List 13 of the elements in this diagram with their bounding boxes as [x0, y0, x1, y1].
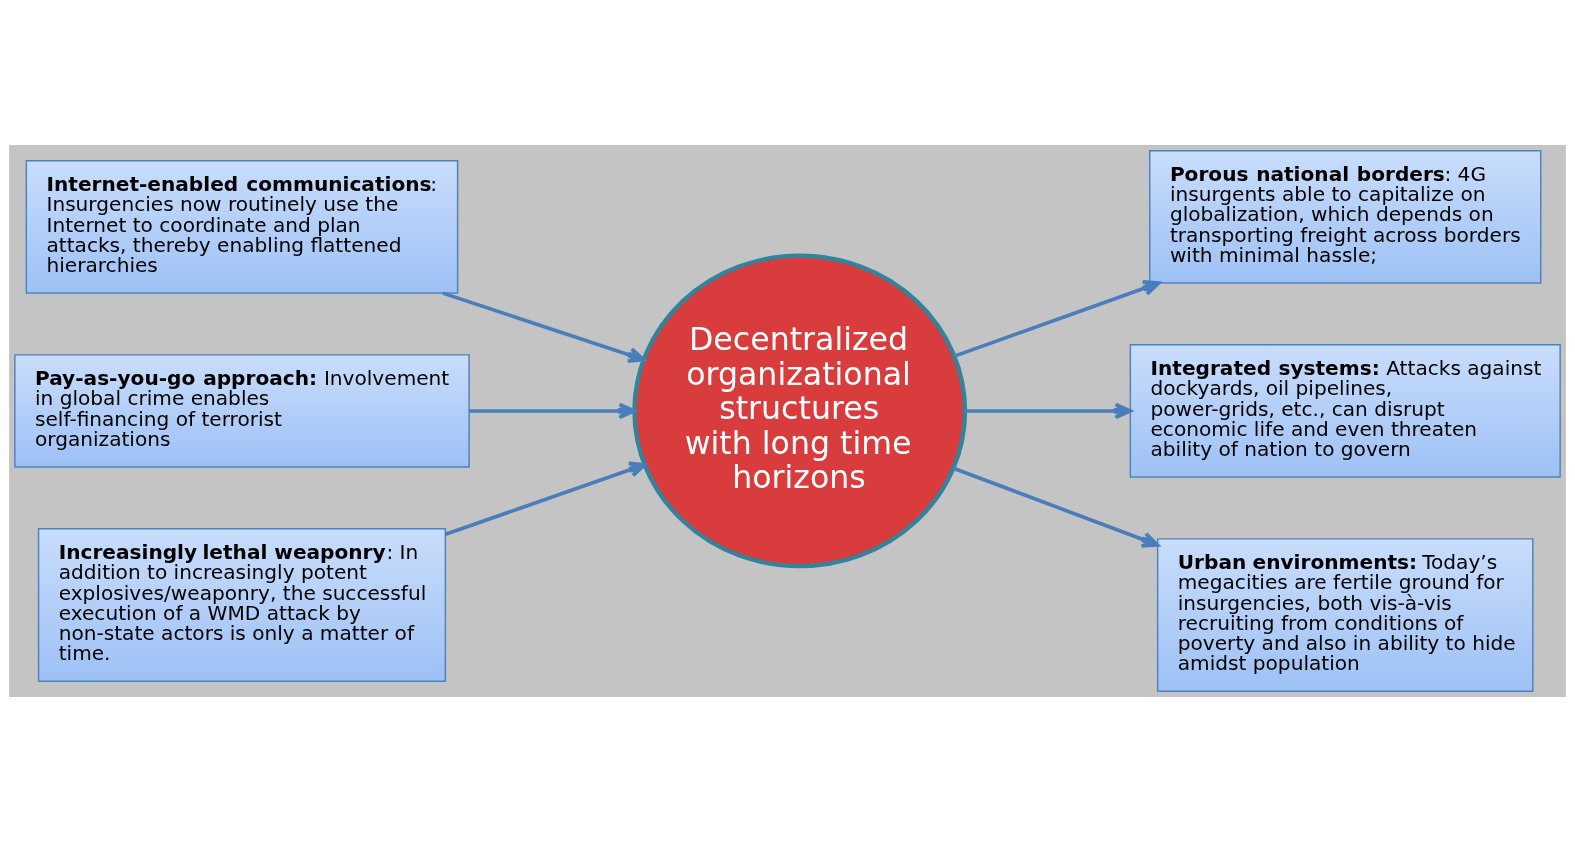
arrow	[469, 402, 636, 419]
arrow	[442, 290, 646, 363]
arrow	[952, 466, 1160, 548]
arrow	[965, 402, 1132, 419]
node-box: Pay-as-you-go approach: Involvement in global crime enables self-financing of terrorist organizations	[14, 353, 470, 468]
node-box: Internet-enabled communications: Insurgencies now routinely use the Internet to coordinate and plan attacks, thereby enabling flattened hierarchies	[25, 159, 459, 294]
node-box: Increasingly lethal weaponry: In addition to increasingly potent explosives/weaponry, the successful execution of a WMD attack by non-state actors is only a matter of time.	[37, 527, 447, 682]
arrow	[953, 279, 1161, 358]
node-circle: Decentralized organizational structures with long time horizons	[632, 253, 968, 568]
arrow	[445, 461, 647, 536]
node-box: Porous national borders: 4G insurgents able to capitalize on globalization, which depends on transporting freight across borders with minimal hassle;	[1149, 149, 1542, 284]
node-box: Urban environments: Today’s megacities are fertile ground for insurgencies, both vis-à-vis recruiting from conditions of poverty and also in ability to hide amidst population	[1156, 537, 1534, 692]
node-box: Integrated systems: Attacks against dockyards, oil pipelines, power-grids, etc., can disrupt economic life and even threaten ability of nation to govern	[1129, 343, 1561, 478]
